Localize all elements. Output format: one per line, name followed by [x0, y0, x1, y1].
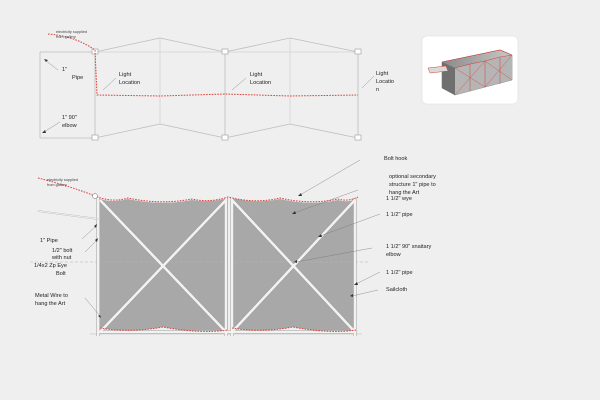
wye-label: 1 1/2" wye — [386, 196, 412, 202]
pipe-1-5in-label: 1 1/2" pipe — [386, 212, 413, 218]
light-location-1: Light Location — [119, 72, 140, 86]
plan-view: electricity supplied from gallery 1" Pip… — [39, 30, 396, 141]
plan-power-wire — [47, 33, 359, 97]
plan-pipe-label: 1" Pipe — [62, 67, 83, 81]
perspective-thumbnail — [421, 35, 519, 105]
eye-bolt-label: 1/4x2 Zp Eye Bolt — [34, 263, 69, 277]
light-location-2: Light Location — [250, 72, 271, 86]
secondary-structure-label: optional secondary structure 1" pipe to … — [389, 174, 438, 196]
pipe-1in-label: 1" Pipe — [40, 238, 58, 244]
metal-wire-label: Metal Wire to hang the Art — [35, 293, 70, 307]
frame-pipes — [96, 198, 357, 336]
light-location-3: Light Locatio n — [376, 71, 396, 93]
right-callouts: Bolt hook optional secondary structure 1… — [292, 156, 438, 297]
pipe-1-5in-label-2: 1 1/2" pipe — [386, 270, 413, 276]
elevation-power-wire — [37, 177, 359, 203]
sailcloth-label: Sailcloth — [386, 287, 407, 293]
plan-electricity-note: electricity supplied from gallery — [56, 30, 88, 39]
elevation-view: electricity supplied from gallery 1" Pip… — [30, 156, 438, 336]
bolt-hook-label: Bolt hook — [384, 156, 408, 162]
left-callouts: 1" Pipe 1/2" bolt with nut 1/4x2 Zp Eye … — [34, 224, 101, 318]
elevation-electricity-note: electricity supplied from gallery — [47, 178, 79, 187]
bolt-half-in-label: 1/2" bolt with nut — [51, 248, 74, 261]
plan-frame — [39, 37, 359, 139]
plan-elbow-label: 1" 90" elbow — [62, 115, 78, 129]
sanitary-elbow-label: 1 1/2" 90" snaitary elbow — [386, 244, 433, 258]
